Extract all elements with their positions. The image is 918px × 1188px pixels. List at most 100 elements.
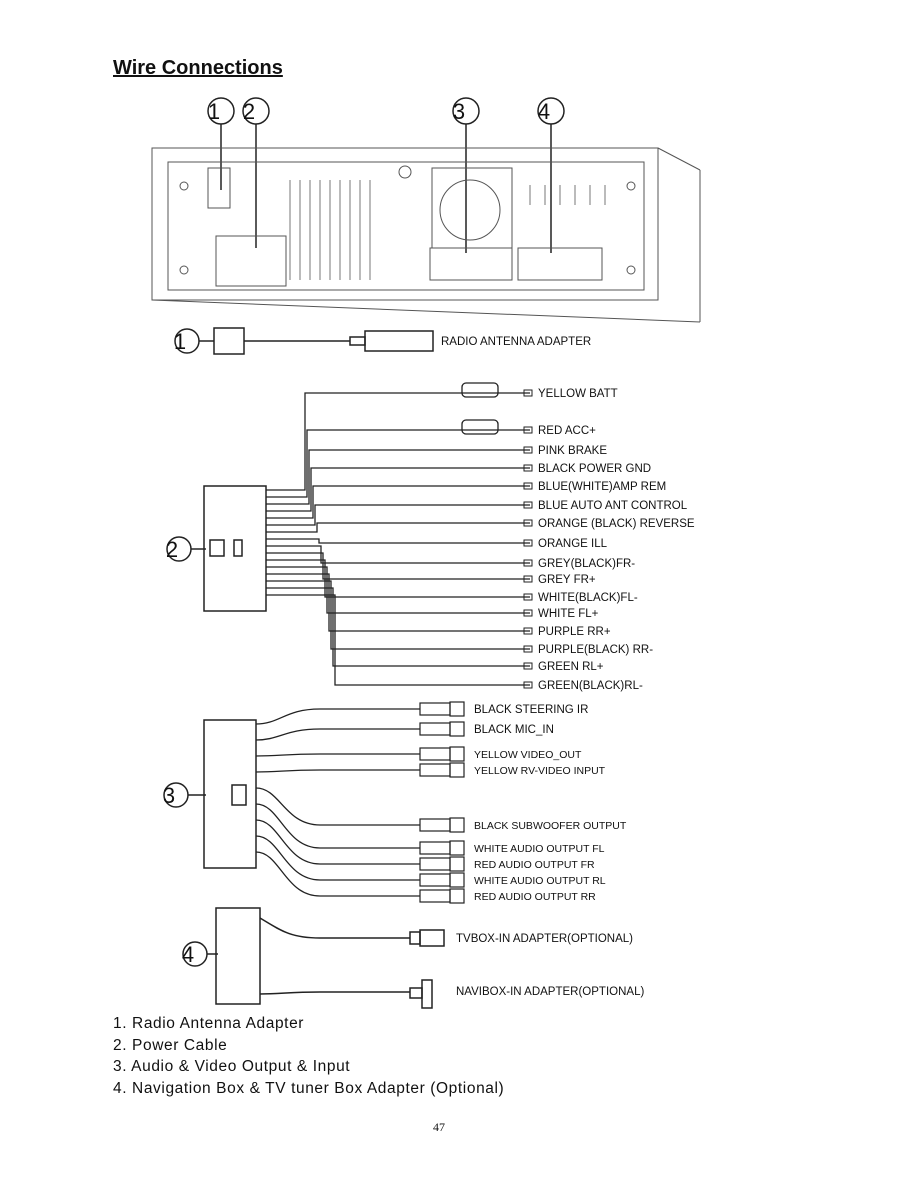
wire-terminal	[523, 575, 533, 583]
rca-plug	[419, 747, 451, 761]
wire-terminal	[523, 519, 533, 527]
power-wire	[266, 559, 530, 598]
wire-terminal	[523, 446, 533, 454]
tvbox-label: TVBOX-IN ADAPTER(OPTIONAL)	[456, 933, 633, 945]
av-wire	[255, 835, 420, 881]
power-wire	[266, 449, 530, 505]
av-wire	[255, 819, 420, 865]
power-wire-label: YELLOW BATT	[538, 388, 618, 400]
callout-2-label: 2	[166, 537, 178, 562]
av-socket	[429, 247, 513, 281]
power-connector	[166, 485, 267, 612]
rca-socket	[449, 701, 465, 717]
rca-plug	[419, 763, 451, 777]
rca-socket	[449, 888, 465, 904]
note-item: 4. Navigation Box & TV tuner Box Adapter…	[113, 1079, 505, 1097]
power-wire	[266, 594, 530, 686]
power-wire	[266, 538, 530, 544]
rca-plug	[419, 722, 451, 736]
callout-2-top-label: 2	[243, 99, 255, 124]
av-wire-label: RED AUDIO OUTPUT RR	[474, 891, 596, 903]
av-wires	[255, 701, 465, 904]
av-wire	[255, 851, 420, 897]
rca-socket	[449, 817, 465, 833]
rca-socket	[449, 746, 465, 762]
av-wire-label: BLACK MIC_IN	[474, 724, 554, 736]
note-item: 1. Radio Antenna Adapter	[113, 1015, 305, 1032]
power-wire-label: ORANGE (BLACK) REVERSE	[538, 518, 695, 530]
wire-terminal	[523, 609, 533, 617]
callout-4-label: 4	[182, 942, 194, 967]
antenna-adapter	[174, 327, 434, 355]
av-wire-label: YELLOW RV-VIDEO INPUT	[474, 765, 606, 777]
wire-terminal	[523, 464, 533, 472]
wire-terminal	[523, 593, 533, 601]
wire-terminal	[523, 627, 533, 635]
power-wire-label: PURPLE(BLACK) RR-	[538, 644, 653, 656]
notes-list: 1. Radio Antenna Adapter 2. Power Cable …	[113, 1013, 504, 1099]
power-wire	[266, 573, 530, 632]
callout-3-label: 3	[163, 783, 175, 808]
power-wire-label: GREEN RL+	[538, 661, 604, 673]
rca-plug	[419, 818, 451, 832]
av-wire	[255, 769, 420, 773]
wire-terminal	[523, 389, 533, 397]
callout-4-top-label: 4	[538, 99, 550, 124]
power-socket	[215, 235, 287, 287]
rca-plug	[419, 889, 451, 903]
wire-terminal	[523, 539, 533, 547]
rca-plug	[419, 841, 451, 855]
av-wire	[255, 787, 420, 826]
power-wire	[266, 504, 530, 526]
power-wire	[266, 392, 530, 491]
power-wires	[266, 382, 533, 689]
page-title: Wire Connections	[113, 57, 283, 79]
rca-socket	[449, 872, 465, 888]
navibox-label: NAVIBOX-IN ADAPTER(OPTIONAL)	[456, 986, 644, 998]
wire-terminal	[523, 681, 533, 689]
fuse-holder	[461, 382, 499, 398]
page-number: 47	[433, 1120, 445, 1134]
power-wire-label: WHITE FL+	[538, 608, 599, 620]
note-item: 3. Audio & Video Output & Input	[113, 1058, 351, 1075]
power-wire-label: ORANGE ILL	[538, 538, 608, 550]
fuse-holder	[461, 419, 499, 435]
power-wire	[266, 552, 530, 580]
head-unit-panel	[151, 147, 701, 323]
power-wire-label: PINK BRAKE	[538, 445, 607, 457]
power-wire	[266, 522, 530, 533]
av-wire	[255, 803, 420, 849]
power-wire-label: RED ACC+	[538, 425, 596, 437]
av-wire	[255, 728, 420, 741]
wire-terminal	[523, 559, 533, 567]
note-item: 2. Power Cable	[113, 1036, 228, 1054]
power-wire	[266, 467, 530, 512]
adapter-connector	[182, 907, 445, 1009]
callout-1-label: 1	[174, 329, 186, 354]
av-connector	[163, 719, 257, 869]
av-wire	[255, 708, 420, 725]
power-wire-label: WHITE(BLACK)FL-	[538, 592, 638, 604]
wire-terminal	[523, 662, 533, 670]
rca-socket	[449, 856, 465, 872]
wire-terminal	[523, 482, 533, 490]
wire-terminal	[523, 645, 533, 653]
rca-socket	[449, 721, 465, 737]
power-wire	[266, 429, 530, 498]
callout-3-top-label: 3	[453, 99, 465, 124]
power-wire-label: GREY FR+	[538, 574, 596, 586]
callout-group-top	[207, 97, 565, 253]
power-wire	[266, 587, 530, 667]
rca-plug	[419, 857, 451, 871]
power-wire	[266, 580, 530, 650]
power-wire-label: PURPLE RR+	[538, 626, 611, 638]
power-wire-label: BLUE AUTO ANT CONTROL	[538, 500, 688, 512]
power-wire	[266, 545, 530, 564]
av-wire-label: BLACK STEERING IR	[474, 704, 588, 716]
power-wire-label: BLACK POWER GND	[538, 463, 651, 475]
fan	[439, 179, 501, 241]
antenna-label: RADIO ANTENNA ADAPTER	[441, 336, 591, 348]
av-wire-label: BLACK SUBWOOFER OUTPUT	[474, 820, 627, 832]
wire-terminal	[523, 501, 533, 509]
